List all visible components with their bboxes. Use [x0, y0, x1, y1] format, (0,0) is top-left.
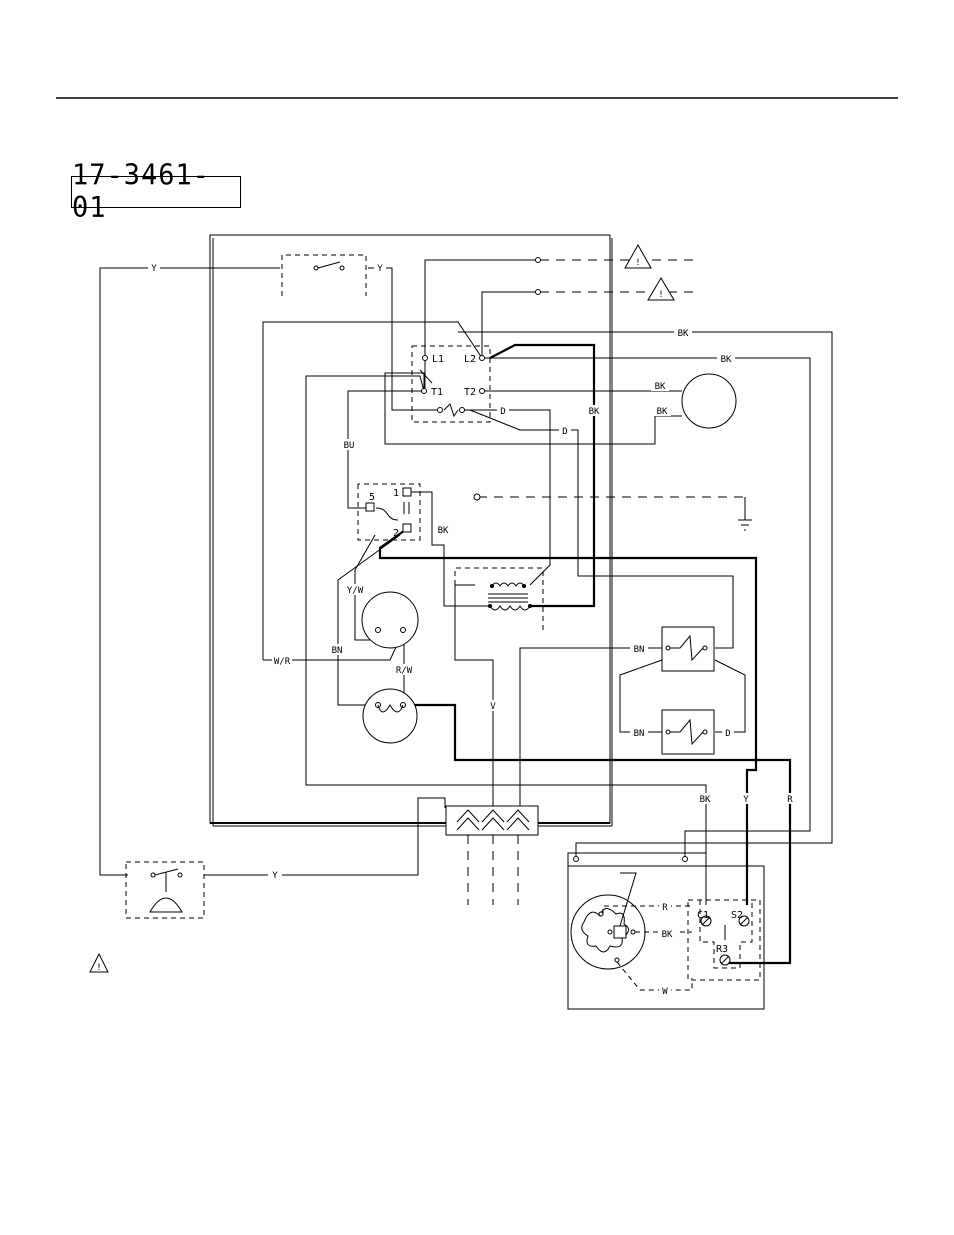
label-bk-7: BK [700, 795, 711, 805]
label-y-comp: Y [743, 795, 749, 805]
label-t2: T2 [464, 387, 476, 398]
label-bk-3: BK [655, 382, 666, 392]
label-rw: R/W [396, 666, 413, 676]
warning-triangle-note: ! [89, 952, 109, 973]
label-d-1: D [500, 407, 505, 417]
transformer [454, 567, 544, 630]
ground-terminal [473, 493, 481, 501]
label-r-1: R [787, 795, 793, 805]
supply-terminal-l2 [535, 289, 541, 295]
label-v: V [490, 702, 496, 712]
label-y-left: Y [151, 264, 157, 274]
label-wr: W/R [274, 657, 291, 667]
supply-terminal-l1 [535, 257, 541, 263]
label-bk-4: BK [657, 407, 668, 417]
relay-block [411, 345, 491, 423]
label-bn-1: BN [332, 646, 343, 656]
wire-labels: Y Y Y BK BK BK BK BK BK BK BK BU BN BN B… [148, 262, 796, 997]
warning-triangle-l1: ! [624, 243, 652, 269]
control-box-enclosure [209, 234, 613, 827]
door-switch [125, 861, 205, 919]
start-relay [361, 591, 419, 649]
part-number: 17-3461-01 [72, 159, 211, 225]
label-bk-6: BK [438, 526, 449, 536]
label-r-2: R [662, 903, 668, 913]
svg-text:!: ! [96, 963, 101, 973]
label-c1: C1 [697, 910, 709, 921]
label-y-top: Y [377, 264, 383, 274]
label-terminal-1: 1 [393, 488, 399, 499]
heater-upper [661, 626, 715, 672]
thermostat [357, 483, 421, 541]
label-t1: T1 [431, 387, 443, 398]
label-terminal-5: 5 [369, 492, 375, 503]
overload-protector [362, 688, 418, 744]
label-bk-8: BK [662, 930, 673, 940]
label-bn-3: BN [634, 729, 645, 739]
label-l2: L2 [464, 354, 476, 365]
label-bn-2: BN [634, 645, 645, 655]
connector-block [445, 805, 539, 836]
label-r3: R3 [716, 944, 728, 955]
label-s2: S2 [731, 910, 743, 921]
label-bk-5: BK [589, 407, 600, 417]
label-d-3: D [725, 729, 730, 739]
label-terminal-2: 2 [393, 528, 399, 539]
label-w: W [662, 987, 668, 997]
svg-text:!: ! [635, 258, 640, 268]
top-switch [281, 254, 367, 296]
label-d-2: D [562, 427, 567, 437]
part-number-box: 17-3461-01 [71, 159, 241, 225]
label-yw: Y/W [347, 586, 364, 596]
warning-triangle-l2: ! [647, 277, 675, 301]
svg-text:!: ! [658, 290, 663, 300]
label-bk-1: BK [678, 329, 689, 339]
label-bu: BU [344, 441, 355, 451]
label-bk-2: BK [721, 355, 732, 365]
label-l1: L1 [432, 354, 444, 365]
heater-lower [661, 709, 715, 755]
label-y-bottom: Y [272, 871, 278, 881]
fan-motor [681, 373, 737, 429]
